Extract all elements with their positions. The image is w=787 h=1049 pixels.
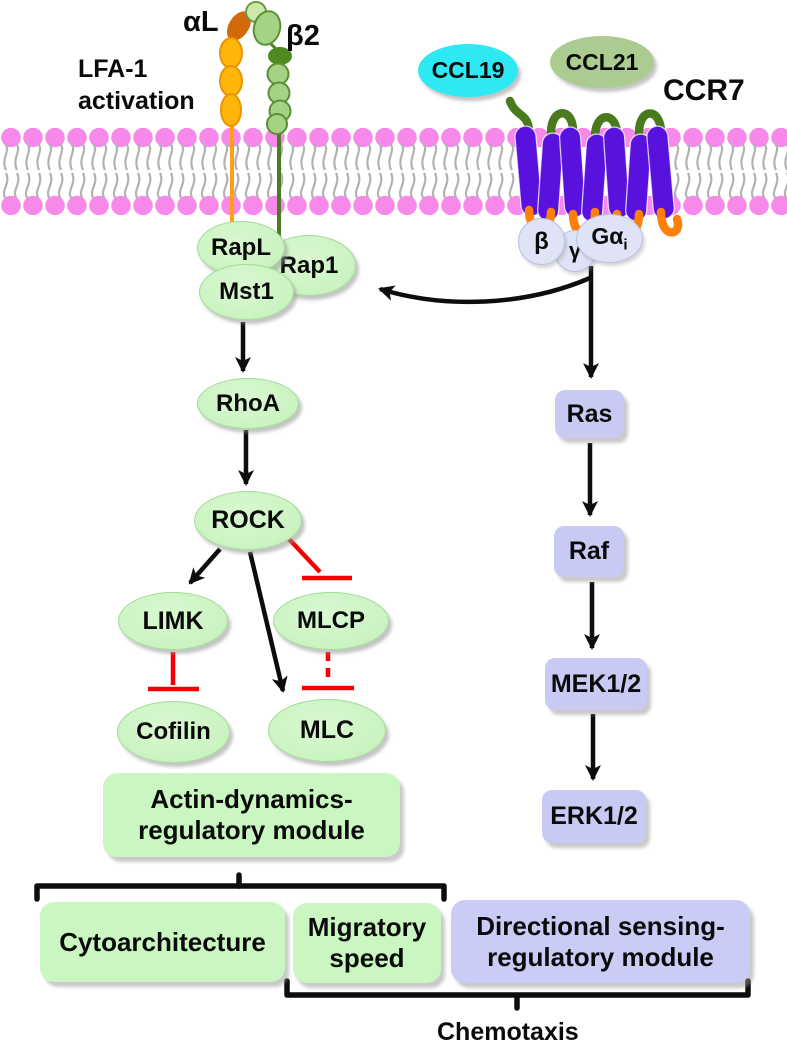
mek12-label: MEK1/2 — [550, 669, 642, 698]
node-mek12: MEK1/2 — [545, 658, 647, 710]
migratory-speed-line2: speed — [329, 943, 405, 973]
node-raf: Raf — [554, 526, 624, 577]
activation-arrows — [188, 266, 601, 781]
raf-label: Raf — [568, 537, 610, 565]
alphaL-domain — [219, 65, 243, 97]
directional-module-line2: regulatory module — [487, 941, 714, 972]
arrow-rock-to-limk — [188, 547, 222, 585]
lfa1-activation-label: LFA-1 activation — [78, 53, 195, 117]
arrow-galphai-to-rap1 — [378, 275, 591, 305]
beta2-head-domain — [252, 10, 282, 46]
alphaL-domain — [219, 37, 243, 69]
mlc-label: MLC — [299, 716, 355, 744]
limk-label: LIMK — [142, 606, 204, 635]
arrow-rock-to-mlc — [247, 551, 288, 693]
rock-label: ROCK — [211, 506, 285, 534]
lfa1-label-line1: LFA-1 — [78, 55, 148, 83]
migratory-speed-box: Migratory speed — [293, 903, 441, 983]
beta2-dark-domain — [268, 47, 292, 65]
cofilin-label: Cofilin — [136, 718, 211, 745]
node-mst1: Mst1 — [199, 264, 294, 320]
erk12-label: ERK1/2 — [550, 802, 638, 830]
migratory-speed-line1: Migratory — [307, 912, 427, 943]
node-ras: Ras — [555, 390, 624, 438]
ccl21-label: CCL21 — [565, 48, 639, 75]
rapl-label: RapL — [211, 234, 271, 261]
node-mlc: MLC — [268, 699, 386, 762]
mst1-label: Mst1 — [219, 278, 274, 305]
mlcp-label: MLCP — [297, 607, 365, 634]
actin-dynamics-module-box: Actin-dynamics- regulatory module — [103, 773, 400, 857]
actin-module-line1: Actin-dynamics- — [150, 784, 353, 815]
g-alpha-subscript: i — [623, 236, 628, 254]
node-rock: ROCK — [194, 491, 302, 550]
beta2-domain — [266, 62, 290, 86]
rap1-label: Rap1 — [279, 251, 339, 279]
transmembrane-helices — [514, 125, 675, 223]
cytoarchitecture-label: Cytoarchitecture — [59, 926, 266, 957]
cytoarchitecture-box: Cytoarchitecture — [40, 902, 285, 982]
alphaL-head-domain — [227, 11, 251, 41]
ligand-ccl19: CCL19 — [418, 44, 518, 97]
beta2-domain — [266, 113, 288, 135]
inhibit-rock-to-mlcp-line — [286, 536, 322, 574]
directional-module-line1: Directional sensing- — [476, 910, 725, 941]
ccl19-label: CCL19 — [431, 57, 505, 83]
node-mlcp: MLCP — [273, 592, 389, 650]
g-beta-subunit: β — [518, 218, 565, 265]
grouping-brackets — [34, 872, 751, 1011]
actin-module-line2: regulatory module — [138, 815, 365, 845]
chemotaxis-label: Chemotaxis — [437, 1018, 579, 1046]
ligand-ccl21: CCL21 — [550, 36, 654, 88]
ccr7-label: CCR7 — [663, 74, 745, 107]
alphaL-domain — [220, 93, 242, 127]
alpha-l-label: αL — [183, 6, 219, 38]
directional-sensing-module-box: Directional sensing- regulatory module — [451, 900, 750, 983]
node-rhoa: RhoA — [197, 378, 299, 429]
inhibition-connectors — [148, 536, 354, 692]
node-cofilin: Cofilin — [117, 701, 230, 763]
rhoa-label: RhoA — [216, 389, 280, 417]
lfa1-label-line2: activation — [78, 87, 195, 115]
g-alpha-label: Gαi — [591, 223, 628, 254]
g-alpha-i-subunit: Gαi — [576, 214, 643, 263]
lfa1-integrin-icon — [219, 1, 292, 237]
g-beta-label: β — [534, 227, 549, 255]
ras-label: Ras — [566, 399, 613, 428]
beta-2-label: β2 — [286, 20, 320, 52]
ccr7-receptor-icon — [505, 96, 683, 238]
node-erk12: ERK1/2 — [542, 790, 646, 843]
node-limk: LIMK — [118, 592, 228, 650]
